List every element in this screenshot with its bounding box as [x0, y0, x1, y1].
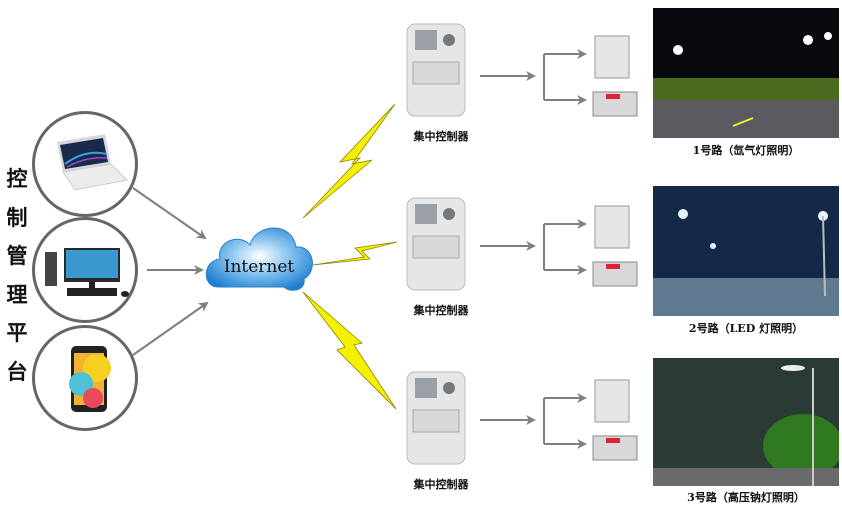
- arrow-laptop-to-cloud: [132, 187, 207, 240]
- lamp-driver-icon: [592, 379, 638, 461]
- lamp-driver-icon: [592, 205, 638, 287]
- label-char: 管: [6, 243, 28, 268]
- platform-vertical-label: 控 制 管 理 平 台: [4, 160, 30, 391]
- road-photo-2: [653, 186, 839, 316]
- meter-icon: [406, 23, 466, 117]
- device-desktop[interactable]: [32, 217, 138, 323]
- driver-group-1: [590, 30, 640, 130]
- street-light-scene-icon: [653, 358, 839, 486]
- road-caption: 1号路（氙气灯照明）: [692, 144, 800, 157]
- road-caption: 3号路（高压钠灯照明）: [687, 491, 805, 504]
- lightning-bolt-icon: [312, 241, 398, 266]
- device-laptop[interactable]: [32, 111, 138, 217]
- cloud-icon: [205, 227, 313, 291]
- driver-group-2: [590, 200, 640, 300]
- controller-2[interactable]: [405, 196, 467, 296]
- device-smartphone[interactable]: [32, 325, 138, 431]
- lightning-bolt-icon: [302, 103, 396, 219]
- internet-cloud[interactable]: Internet: [200, 215, 318, 295]
- driver-group-3: [590, 374, 640, 474]
- label-char: 理: [6, 281, 28, 307]
- label-char: 制: [6, 204, 28, 230]
- branch-arrows-row-1: [480, 49, 587, 105]
- road-caption: 2号路（LED 灯照明）: [688, 322, 804, 335]
- controller-label: 集中控制器: [413, 130, 469, 143]
- controller-3[interactable]: [405, 370, 467, 470]
- road-photo-1: [653, 8, 839, 138]
- label-char: 控: [6, 166, 28, 191]
- controller-label: 集中控制器: [413, 478, 469, 491]
- desktop-computer-icon: [45, 248, 129, 297]
- street-light-scene-icon: [653, 8, 839, 138]
- label-char: 平: [6, 320, 28, 345]
- arrow-phone-to-cloud: [132, 301, 209, 356]
- meter-icon: [406, 371, 466, 465]
- road-photo-3: [653, 358, 839, 488]
- label-char: 台: [6, 358, 28, 384]
- branch-arrows-row-2: [480, 219, 587, 275]
- lamp-driver-icon: [592, 35, 638, 117]
- meter-icon: [406, 197, 466, 291]
- cloud-label: Internet: [223, 257, 295, 277]
- controller-label: 集中控制器: [413, 304, 469, 317]
- street-light-scene-icon: [653, 186, 839, 316]
- lightning-bolt-icon: [302, 291, 397, 410]
- smartphone-icon: [69, 346, 111, 412]
- branch-arrows-row-3: [480, 393, 587, 449]
- laptop-icon: [57, 134, 129, 191]
- controller-1[interactable]: [405, 22, 467, 122]
